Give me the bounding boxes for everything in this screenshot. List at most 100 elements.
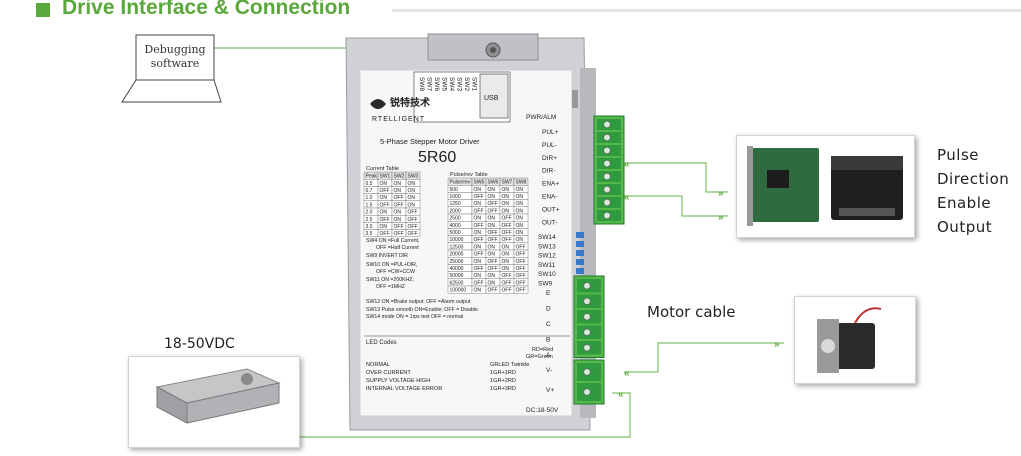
current-table-cell-text: 3.0 bbox=[366, 224, 373, 230]
pulse-table-cell-text: ON bbox=[502, 201, 510, 207]
side-dip-switch bbox=[576, 259, 584, 265]
terminal-label: DIR- bbox=[542, 168, 555, 175]
side-switch-label: SW9 bbox=[538, 281, 552, 288]
plc-image bbox=[831, 156, 903, 220]
pwr-alm-label: PWR/ALM bbox=[526, 114, 556, 121]
signal-terminal-screw bbox=[603, 133, 611, 142]
current-table-title: Current Table bbox=[366, 166, 399, 172]
switch-note: SW12 ON =Brake output; OFF =Alarm output bbox=[366, 299, 471, 305]
pulse-table-cell-text: 10000 bbox=[450, 237, 464, 243]
current-table-cell-text: SW1 bbox=[380, 174, 391, 180]
power-terminal-screw bbox=[583, 368, 591, 376]
pulse-table-cell-text: OFF bbox=[474, 208, 484, 214]
motion-card-chip bbox=[767, 170, 789, 188]
pulse-table-cell-text: OFF bbox=[474, 237, 484, 243]
current-table-cell-text: 2.0 bbox=[366, 210, 373, 216]
switch-label: SW7 bbox=[426, 77, 433, 91]
signal-line-1 bbox=[624, 162, 728, 193]
motor-arrow-right: » bbox=[774, 339, 780, 350]
pulse-table-cell-text: OFF bbox=[502, 230, 512, 236]
current-table-cell-text: OFF bbox=[408, 231, 418, 237]
current-table-cell-text: ON bbox=[408, 202, 416, 208]
pulse-table-cell-text: OFF bbox=[516, 244, 526, 250]
led-code-name: INTERNAL VOLTAGE ERROR bbox=[366, 386, 442, 392]
usb-port bbox=[479, 73, 509, 119]
current-table-cell-text: 3.5 bbox=[366, 231, 373, 237]
signal-line-2 bbox=[624, 195, 728, 217]
motor-shaft bbox=[821, 339, 835, 353]
power-voltage-label: 18-50VDC bbox=[164, 336, 235, 352]
switch-note: SW9 INVERT DIR bbox=[366, 253, 408, 259]
pulse-table-cell-text: SW5 bbox=[474, 180, 485, 186]
pulse-table-cell-text: SW6 bbox=[488, 180, 499, 186]
led-code-pattern: GRLED Twinkle bbox=[490, 362, 529, 368]
motor-terminal-screw bbox=[583, 297, 591, 305]
pulse-table-cell-text: ON bbox=[502, 244, 510, 250]
power-arrow-left: « bbox=[618, 389, 624, 400]
motor-arrow-left: « bbox=[624, 368, 630, 379]
stepper-motor-image bbox=[817, 307, 882, 373]
current-table-cell-text: OFF bbox=[408, 217, 418, 223]
side-dip-switch bbox=[576, 232, 584, 238]
brand-cn: 锐特技术 bbox=[390, 96, 430, 109]
switch-label: SW2 bbox=[463, 77, 470, 91]
pulse-table-cell-text: ON bbox=[516, 223, 524, 229]
driver-subtitle: 5-Phase Stepper Motor Driver bbox=[380, 137, 480, 146]
pulse-table-cell-text: ON bbox=[474, 230, 482, 236]
signal-terminal-screw bbox=[603, 120, 611, 129]
pulse-table-cell-text: 20000 bbox=[450, 252, 464, 258]
current-table-cell-text: 1.5 bbox=[366, 202, 373, 208]
pulse-table-cell-text: ON bbox=[516, 230, 524, 236]
signal-terminal-screw bbox=[603, 159, 611, 168]
pulse-table-cell-text: ON bbox=[502, 259, 510, 265]
pulse-table-cell-text: SW7 bbox=[502, 180, 513, 186]
led-code-pattern: 1GR+2RD bbox=[490, 378, 516, 384]
signal-terminal-screw bbox=[603, 185, 611, 194]
pulse-table-cell-text: OFF bbox=[502, 280, 512, 286]
current-table-cell-text: 2.5 bbox=[366, 217, 373, 223]
brand-logo-icon bbox=[370, 99, 386, 109]
usb-label: USB bbox=[484, 95, 499, 102]
pulse-table-cell-text: 40000 bbox=[450, 266, 464, 272]
pulse-table-cell-text: 25000 bbox=[450, 259, 464, 265]
switch-note: SW14 mode ON = 1rps test OFF = normal bbox=[366, 314, 463, 320]
pulse-table-cell-text: OFF bbox=[474, 194, 484, 200]
dc-range-label: DC:18-50V bbox=[526, 407, 559, 414]
psu-side bbox=[186, 382, 280, 424]
switch-note: SW10 ON =PUL+DIR, bbox=[366, 262, 417, 268]
pulse-table-cell-text: 2500 bbox=[450, 216, 461, 222]
power-supply-image bbox=[155, 368, 281, 424]
current-table-cell-text: ON bbox=[408, 188, 416, 194]
signal-arrow-left-1: « bbox=[624, 159, 630, 170]
pulse-table-cell-text: ON bbox=[474, 273, 482, 279]
switch-label: SW3 bbox=[456, 77, 463, 91]
mounting-bracket bbox=[427, 33, 539, 61]
pulse-table-cell-text: ON bbox=[488, 223, 496, 229]
side-switch-label: SW11 bbox=[538, 262, 556, 269]
led-code-pattern: 1GR+3RD bbox=[490, 386, 516, 392]
current-table-cell-text: ON bbox=[394, 210, 402, 216]
driver-model: 5R60 bbox=[418, 149, 456, 166]
current-table-cell-text: OFF bbox=[380, 231, 390, 237]
led-codes-title: LED Codes bbox=[366, 340, 397, 346]
pulse-table-cell-text: OFF bbox=[488, 288, 498, 294]
terminal-label: DIR+ bbox=[542, 155, 557, 162]
current-table-cell-text: 1.0 bbox=[366, 195, 373, 201]
current-table-cell-text: ON bbox=[394, 217, 402, 223]
mounting-screw-head bbox=[490, 47, 496, 53]
signal-arrow-left-2: « bbox=[624, 192, 630, 203]
current-table-cell-text: SW2 bbox=[394, 174, 405, 180]
brand-en: RTELLIGENT bbox=[372, 116, 425, 123]
pulse-table-title: Pulse/rev Table bbox=[450, 172, 488, 178]
power-terminal-label: V- bbox=[546, 367, 552, 374]
current-table-cell-text: OFF bbox=[394, 231, 404, 237]
signal-output: Output bbox=[937, 218, 993, 236]
title-bar: Drive Interface & Connection bbox=[0, 0, 1021, 22]
signal-terminal-screw bbox=[603, 172, 611, 181]
side-dip-switch bbox=[576, 250, 584, 256]
current-table-cell-text: ON bbox=[380, 195, 388, 201]
led-code-name: OVER CURRENT bbox=[366, 370, 411, 376]
plc-terminals bbox=[839, 208, 895, 216]
controller-panel bbox=[736, 135, 915, 238]
